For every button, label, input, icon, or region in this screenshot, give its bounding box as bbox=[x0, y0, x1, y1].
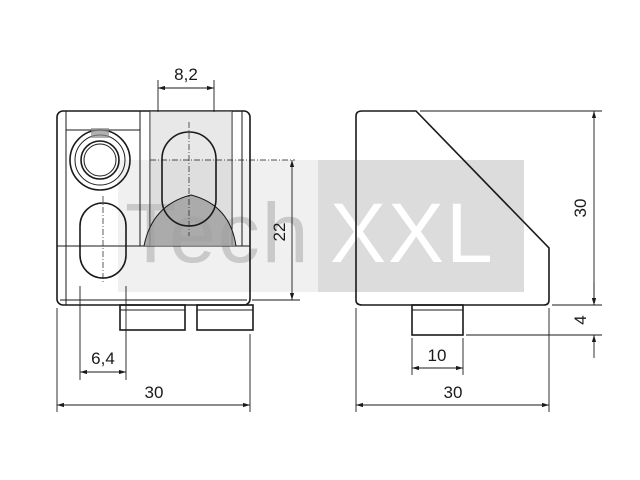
dim-label-front-width: 30 bbox=[145, 383, 164, 402]
dim-label-top-width: 8,2 bbox=[174, 65, 198, 84]
foot-left bbox=[119, 304, 186, 331]
dim-label-height-inner: 22 bbox=[270, 223, 289, 242]
dim-label-foot-height: 4 bbox=[571, 315, 590, 324]
side-body-outline bbox=[355, 110, 550, 306]
dim-label-side-width: 30 bbox=[444, 383, 463, 402]
dimension-lines bbox=[56, 80, 602, 412]
side-foot bbox=[411, 304, 464, 336]
side-view bbox=[355, 110, 550, 336]
dim-label-slot-width: 6,4 bbox=[91, 349, 115, 368]
groove-radius bbox=[144, 195, 236, 246]
dim-label-side-height: 30 bbox=[571, 199, 590, 218]
watermark-text-bold: XXL bbox=[330, 186, 495, 280]
foot-right bbox=[196, 304, 254, 331]
dim-label-foot-width: 10 bbox=[428, 346, 447, 365]
watermark: Tech XXL bbox=[118, 160, 524, 292]
front-view bbox=[56, 110, 295, 331]
dimension-labels: 8,2 22 6,4 30 30 4 10 30 bbox=[91, 65, 590, 402]
